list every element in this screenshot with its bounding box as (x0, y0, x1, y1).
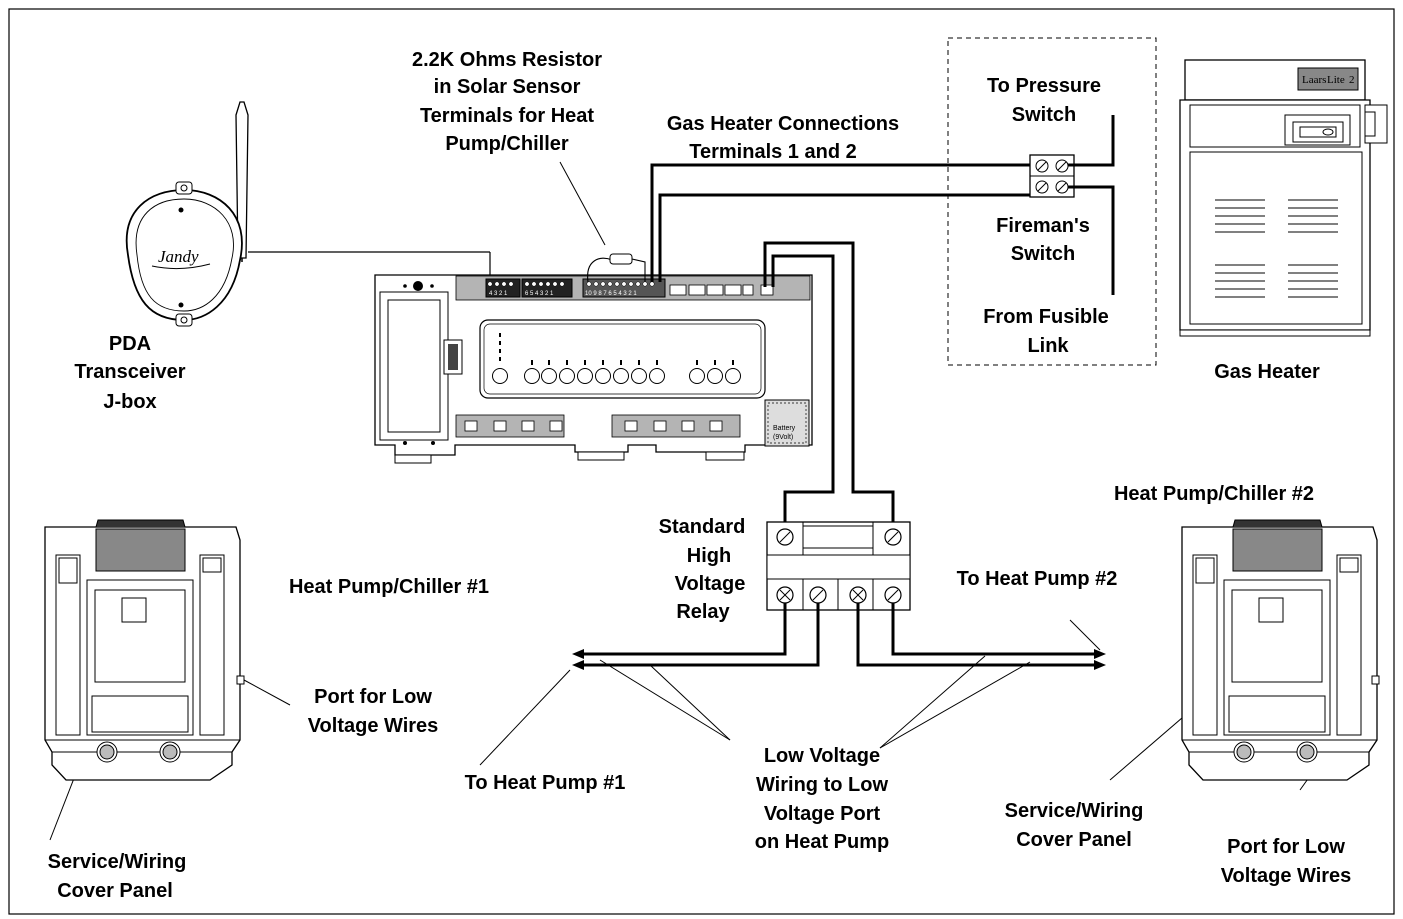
pressure-switch-label-1: To Pressure (987, 75, 1101, 97)
jandy-logo: Jandy (158, 247, 199, 266)
heat-pump-2-label: Heat Pump/Chiller #2 (1114, 483, 1314, 505)
callout-resistor: 2.2K Ohms Resistor in Solar Sensor Termi… (412, 49, 602, 155)
fusible-link-label-2: Link (1027, 335, 1069, 357)
lv-wiring-label-2: Wiring to Low (756, 774, 888, 796)
relay-label-3: Voltage (675, 573, 746, 595)
to-heat-pump-2-label: To Heat Pump #2 (957, 568, 1118, 590)
diagram-border (8, 8, 1395, 915)
switch-terminal-block (1029, 154, 1075, 198)
gas-heater-label: Gas Heater (1214, 361, 1320, 383)
high-voltage-relay (766, 521, 911, 611)
service-panel-1-label-2: Cover Panel (57, 880, 173, 902)
pda-transceiver-jbox: Jandy (125, 101, 249, 327)
service-panel-1-label-1: Service/Wiring (48, 851, 187, 873)
pressure-switch-label-2: Switch (1012, 104, 1076, 126)
resistor-label-1: 2.2K Ohms Resistor (412, 49, 602, 71)
port-2-label-1: Port for Low (1227, 836, 1345, 858)
lite-logo: Lite (1327, 74, 1345, 86)
lv-wiring-label-3: Voltage Port (764, 803, 881, 825)
to-heat-pump-1-label: To Heat Pump #1 (465, 772, 626, 794)
lite-number: 2 (1349, 74, 1355, 86)
heat-pump-2 (1181, 519, 1380, 781)
terminal-block-b-label: 6 5 4 3 2 1 (525, 291, 554, 297)
low-voltage-wires (578, 603, 1100, 667)
fusible-link-wire (1068, 185, 1115, 295)
port-1-label-1: Port for Low (314, 686, 432, 708)
terminal-block-c-label: 10 9 8 7 6 5 4 3 2 1 (585, 291, 637, 297)
switch-box (947, 37, 1157, 366)
resistor-pointer (559, 161, 606, 246)
battery-label-1: Battery (773, 425, 796, 432)
port-1-label-2: Voltage Wires (308, 715, 439, 737)
relay-label-2: High (687, 545, 731, 567)
fireman-switch-label-2: Switch (1011, 243, 1075, 265)
gas-heater-unit: Laars Lite 2 (1179, 59, 1388, 337)
wire-arrowheads (572, 649, 1106, 670)
resistor-label-4: Pump/Chiller (445, 133, 569, 155)
heat-pump-1-label: Heat Pump/Chiller #1 (289, 576, 489, 598)
power-center-board: 4 3 2 1 6 5 4 3 2 1 10 9 8 7 6 5 4 3 2 1 (374, 274, 813, 464)
low-voltage-port-1 (236, 675, 245, 685)
relay-label-1: Standard (659, 516, 746, 538)
gas-connections-label-1: Gas Heater Connections (667, 113, 899, 135)
heat-pump-1 (44, 519, 245, 781)
port-2-label-2: Voltage Wires (1221, 865, 1352, 887)
battery-label-2: (9Volt) (773, 434, 793, 441)
low-voltage-port-2 (1371, 675, 1380, 685)
fireman-switch-label-1: Fireman's (996, 215, 1090, 237)
laars-logo: Laars (1302, 74, 1326, 86)
gas-heater-wires (650, 163, 1035, 282)
service-panel-2-label-1: Service/Wiring (1005, 800, 1144, 822)
pda-label-3: J-box (103, 391, 156, 413)
lv-wiring-label-1: Low Voltage (764, 745, 880, 767)
relay-control-wires (763, 241, 895, 527)
pressure-switch-wire (1068, 115, 1115, 167)
relay-label-4: Relay (676, 601, 730, 623)
fusible-link-label-1: From Fusible (983, 306, 1109, 328)
service-panel-2-label-2: Cover Panel (1016, 829, 1132, 851)
resistor-label-3: Terminals for Heat (420, 105, 594, 127)
gas-connections-label-2: Terminals 1 and 2 (689, 141, 856, 163)
lv-wiring-label-4: on Heat Pump (755, 831, 889, 853)
terminal-block-a-label: 4 3 2 1 (489, 291, 508, 297)
resistor (609, 253, 633, 265)
resistor-label-2: in Solar Sensor (434, 76, 581, 98)
pda-label-2: Transceiver (74, 361, 185, 383)
pda-label-1: PDA (109, 333, 151, 355)
